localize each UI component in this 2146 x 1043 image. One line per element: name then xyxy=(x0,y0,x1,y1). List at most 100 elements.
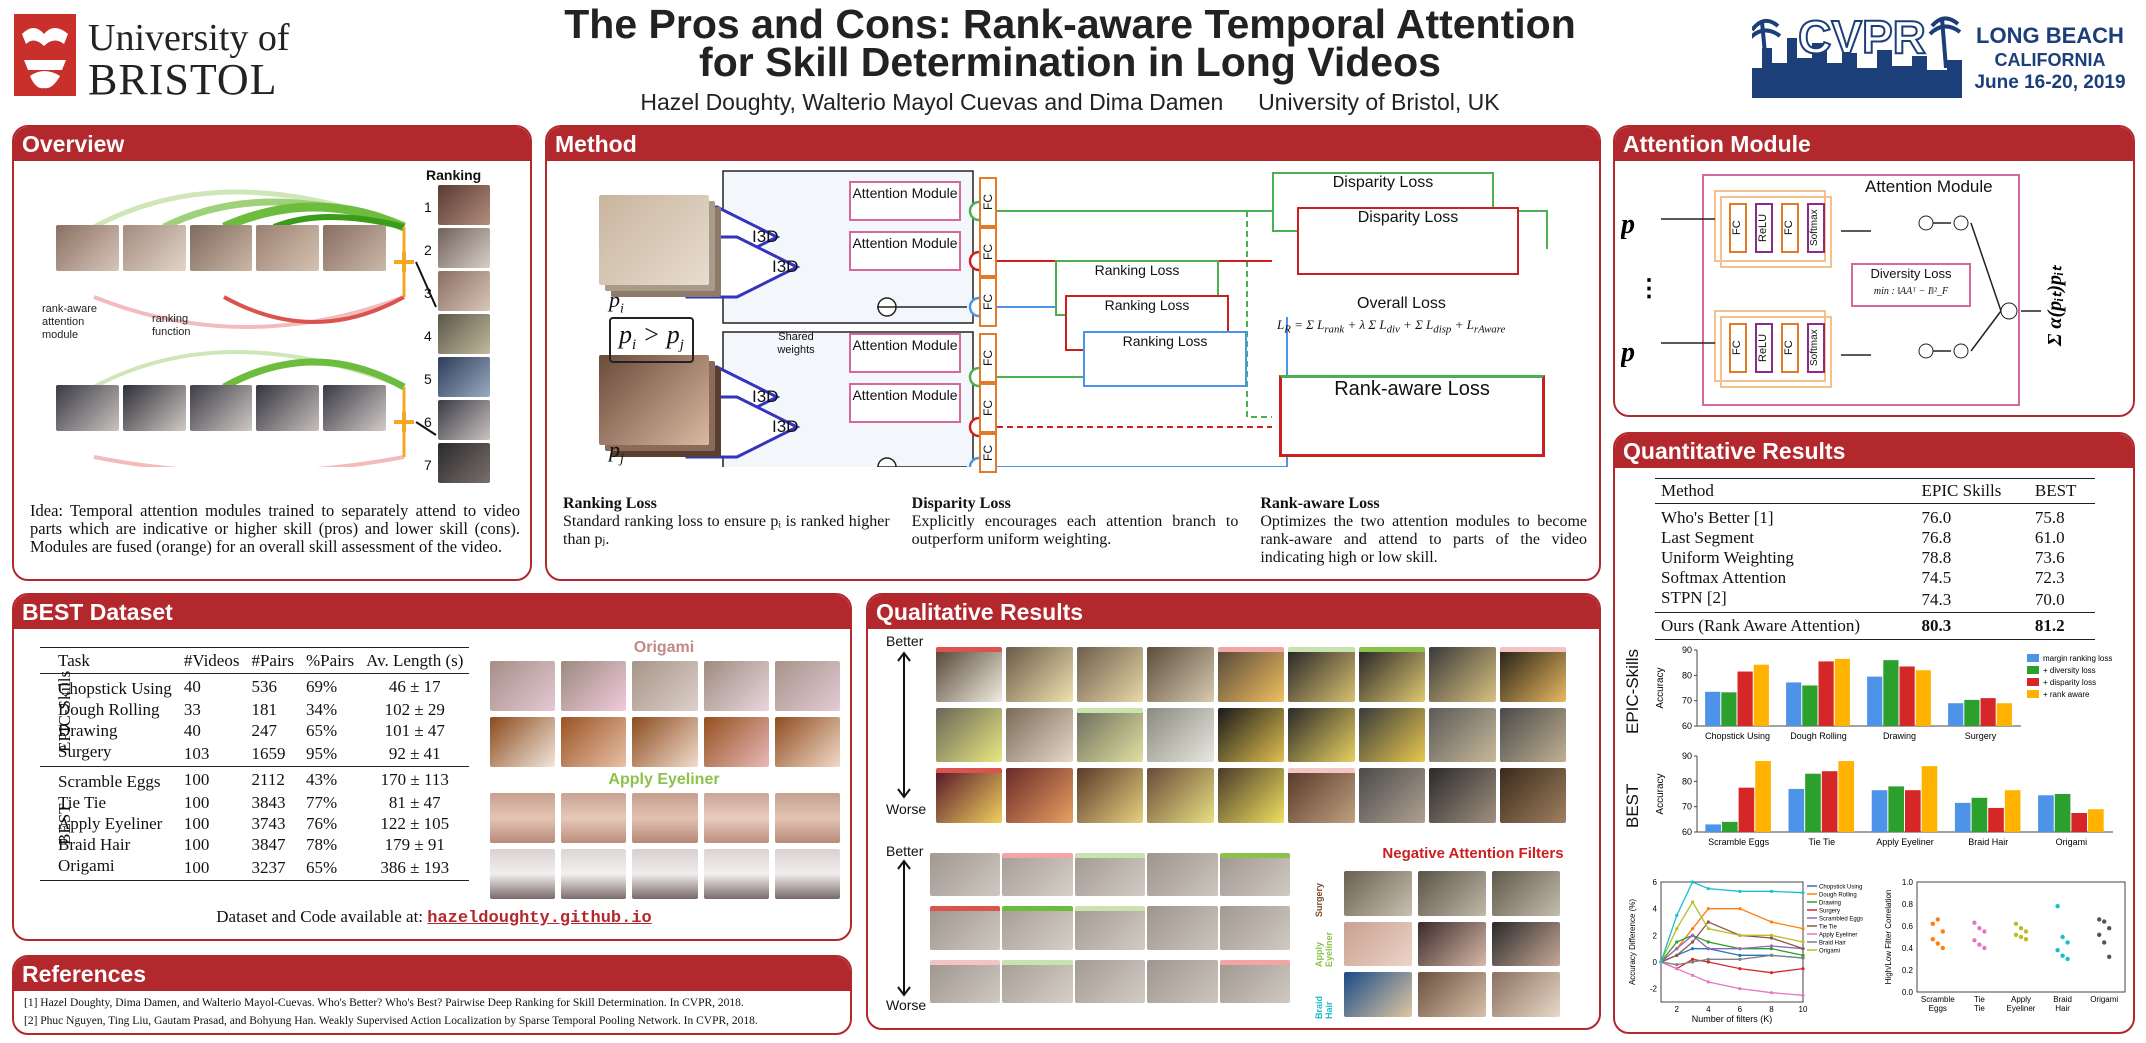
series-point xyxy=(1769,971,1774,975)
ranking-item: 3 xyxy=(424,285,432,301)
dataset-link[interactable]: hazeldoughty.github.io xyxy=(427,909,652,928)
bar xyxy=(1980,698,1996,726)
scatter-point xyxy=(2023,937,2029,942)
bar xyxy=(1988,807,2004,832)
ranking-item: 6 xyxy=(424,414,432,430)
conf-dates: June 16-20, 2019 xyxy=(1974,72,2126,93)
scatter-point xyxy=(2065,956,2070,962)
x-tick-label: Surgery xyxy=(1965,731,1997,741)
series-point xyxy=(1738,967,1742,971)
x-tick-label: Chopstick Using xyxy=(1705,731,1770,741)
legend-label: margin ranking loss xyxy=(2043,654,2112,663)
bar xyxy=(1867,676,1883,726)
university-logo: University of BRISTOL xyxy=(14,14,304,102)
series-point xyxy=(1769,889,1774,893)
legend-label: + rank aware xyxy=(2043,690,2090,699)
legend-label: Braid Hair xyxy=(1819,941,1846,947)
am-relu: ReLU xyxy=(1755,203,1773,253)
series-point xyxy=(1675,940,1679,944)
overview-idea-text: Idea: Temporal attention modules trained… xyxy=(30,501,520,556)
y-tick-label: 80 xyxy=(1682,670,1692,680)
y-tick-label: 4 xyxy=(1653,905,1658,914)
y-tick-label: 0.8 xyxy=(1902,900,1914,909)
y-tick-label: 80 xyxy=(1682,776,1692,786)
method-title: Method xyxy=(547,127,1599,161)
bar xyxy=(1721,821,1738,832)
fc-box: FC xyxy=(979,227,997,277)
legend-label: Tie Tie xyxy=(1819,925,1837,931)
bar xyxy=(1921,766,1938,832)
group-label-epic: EPIC-Skills xyxy=(55,670,74,752)
desc-rank-aware: Rank-aware Loss Optimizes the two attent… xyxy=(1260,495,1588,566)
bar xyxy=(1788,788,1805,832)
scatter-point xyxy=(2013,932,2019,937)
ranking-item: 5 xyxy=(424,371,432,387)
x-tick-label: Origami xyxy=(2090,995,2118,1004)
series-point xyxy=(1769,933,1774,937)
label-pi: pi xyxy=(609,287,624,317)
conf-location2: CALIFORNIA xyxy=(1994,50,2106,70)
series-point xyxy=(1769,944,1774,948)
ranking-item: 2 xyxy=(424,242,432,258)
series-point xyxy=(1706,980,1710,984)
series-point xyxy=(1675,913,1679,917)
eyeliner-images xyxy=(490,793,840,899)
scatter-point xyxy=(2107,926,2112,931)
bar xyxy=(2038,795,2054,832)
am-fc: FC xyxy=(1729,323,1747,373)
series-point xyxy=(1675,967,1679,971)
overview-video-row-2 xyxy=(56,385,386,431)
scatter-point xyxy=(2102,919,2107,924)
series-point xyxy=(1706,947,1710,951)
bar xyxy=(1915,670,1931,726)
series-point xyxy=(1690,960,1695,964)
fc-box: FC xyxy=(979,383,997,433)
legend-swatch xyxy=(2027,654,2039,662)
y-axis-label: Accuracy xyxy=(1655,773,1666,814)
attention-module-title: Attention Module xyxy=(1615,127,2133,161)
overview-diagram xyxy=(92,189,437,467)
series-point xyxy=(1769,953,1774,957)
annotation-ranking-function: ranking function xyxy=(152,313,191,338)
quantitative-panel: Quantitative Results Method EPIC Skills … xyxy=(1613,432,2135,1034)
series-point xyxy=(1738,889,1742,893)
series-point xyxy=(1706,920,1710,924)
i3d-label: I3D xyxy=(752,227,779,246)
series-point xyxy=(1801,967,1805,971)
origami-label: Origami xyxy=(633,639,695,656)
header: University of BRISTOL The Pros and Cons:… xyxy=(0,0,2146,125)
bar xyxy=(1755,761,1771,832)
x-tick-label: Apply Eyeliner xyxy=(1876,837,1934,847)
bar xyxy=(1971,797,1988,832)
y-tick-label: 90 xyxy=(1682,645,1692,655)
scatter-point xyxy=(1982,945,1987,951)
method-descriptions: Ranking Loss Standard ranking loss to en… xyxy=(563,495,1587,575)
dataset-table: Task #Videos #Pairs %Pairs Av. Length (s… xyxy=(40,647,470,881)
series-point xyxy=(1675,927,1679,931)
rank-aware-loss-box: Rank-aware Loss xyxy=(1279,375,1545,457)
worse-label-bottom: Worse xyxy=(886,997,927,1013)
series-point xyxy=(1690,900,1695,904)
bristol-crest-icon xyxy=(14,14,76,96)
references-title: References xyxy=(14,957,850,991)
cvpr-wordmark: CVPR xyxy=(1797,11,1927,63)
attention-module-box: Attention Module xyxy=(849,181,961,221)
y-tick-label: 1.0 xyxy=(1902,878,1914,887)
bar xyxy=(1888,786,1904,832)
dataset-footer-text: Dataset and Code available at: xyxy=(216,907,424,926)
series-point xyxy=(1801,891,1805,895)
scatter-point xyxy=(1930,921,1935,926)
x-tick-label: Tie xyxy=(1974,995,1985,1004)
poster-title-line2: for Skill Determination in Long Videos xyxy=(699,39,1441,85)
am-softmax: Softmax xyxy=(1807,323,1825,373)
